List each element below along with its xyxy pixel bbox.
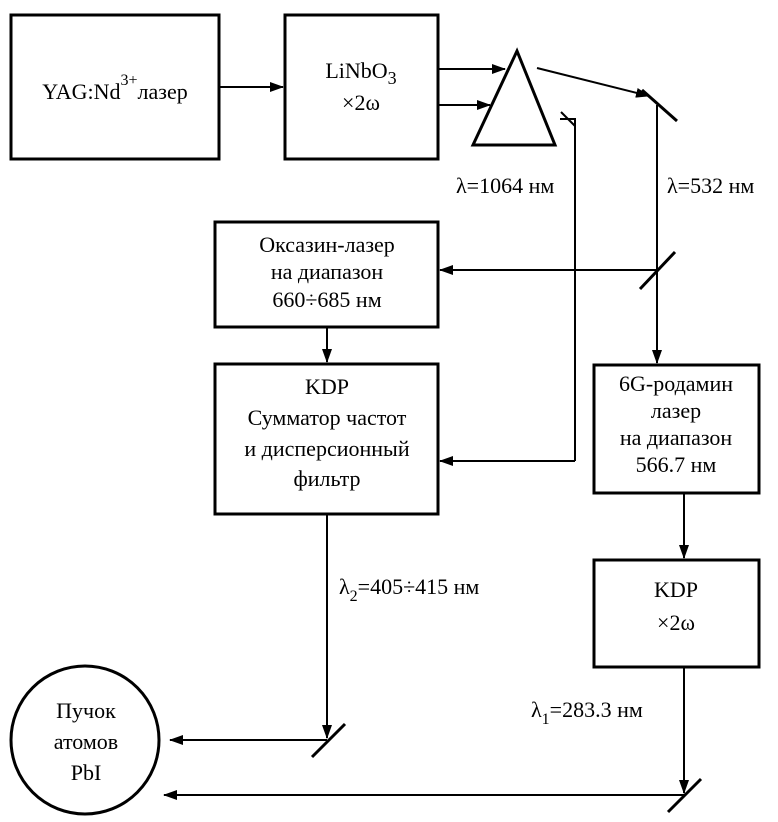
beam-1064-path xyxy=(560,118,576,461)
label-lambda1: λ1=283.3 нм xyxy=(531,697,643,728)
label-lambda-1064: λ=1064 нм xyxy=(456,173,554,198)
arrow-prism-to-mirror-532 xyxy=(536,67,650,98)
oxazine-line3: 660÷685 нм xyxy=(272,287,381,312)
yag-laser-label: YAG:Nd3+лазер xyxy=(42,72,187,104)
mirrors xyxy=(310,88,703,814)
kdp-summator-line3: и дисперсионный xyxy=(244,436,409,461)
kdp-summator-line2: Сумматор частот xyxy=(248,405,407,430)
kdp-summator-line1: KDP xyxy=(305,374,349,399)
rhodamine-line2: лазер xyxy=(651,398,701,423)
yag-laser-block: YAG:Nd3+лазер xyxy=(9,13,221,161)
kdp-summator-block: KDP Сумматор частот и дисперсионный филь… xyxy=(213,362,440,516)
kdp-doubler-line2: ×2ω xyxy=(657,610,695,635)
oxazine-line2: на диапазон xyxy=(271,259,384,284)
kdp-summator-frame xyxy=(213,362,440,516)
linbo3-label: LiNbO3 xyxy=(325,58,396,88)
kdp-doubler-block: KDP ×2ω xyxy=(592,558,761,669)
beam-paths xyxy=(163,64,689,800)
rhodamine-line4: 566.7 нм xyxy=(636,452,717,477)
mirror-beamsplitter xyxy=(638,250,677,291)
label-lambda2: λ2=405÷415 нм xyxy=(339,574,479,605)
rhodamine-laser-block: 6G-родамин лазер на диапазон 566.7 нм xyxy=(592,363,761,495)
kdp-summator-line4: фильтр xyxy=(293,466,360,491)
oxazine-line1: Оксазин-лазер xyxy=(259,232,395,257)
kdp-doubler-frame xyxy=(592,558,761,669)
atomic-beam-line1: Пучок xyxy=(56,698,116,723)
linbo3-frame xyxy=(283,13,440,161)
prism xyxy=(470,47,558,147)
atomic-beam-line2: атомов xyxy=(54,729,118,754)
oxazine-frame xyxy=(213,220,440,329)
oxazine-laser-block: Оксазин-лазер на диапазон 660÷685 нм xyxy=(213,220,440,329)
beam-1064-turn-tick xyxy=(560,111,576,127)
atomic-beam-circle xyxy=(9,664,161,816)
kdp-doubler-line1: KDP xyxy=(654,577,698,602)
rhodamine-line1: 6G-родамин xyxy=(619,371,733,396)
mirror-bottom-right xyxy=(666,777,703,814)
mirror-top-right xyxy=(641,88,678,123)
rhodamine-line3: на диапазон xyxy=(620,425,733,450)
label-lambda-532: λ=532 нм xyxy=(667,173,754,198)
linbo3-doubling-label: ×2ω xyxy=(342,90,380,115)
yag-laser-frame xyxy=(9,13,221,161)
atomic-beam: Пучок атомов PbI xyxy=(9,664,161,816)
atomic-beam-line3: PbI xyxy=(71,760,102,785)
mirror-bottom-left xyxy=(310,722,347,759)
linbo3-block: LiNbO3 ×2ω xyxy=(283,13,440,161)
rhodamine-frame xyxy=(592,363,761,495)
